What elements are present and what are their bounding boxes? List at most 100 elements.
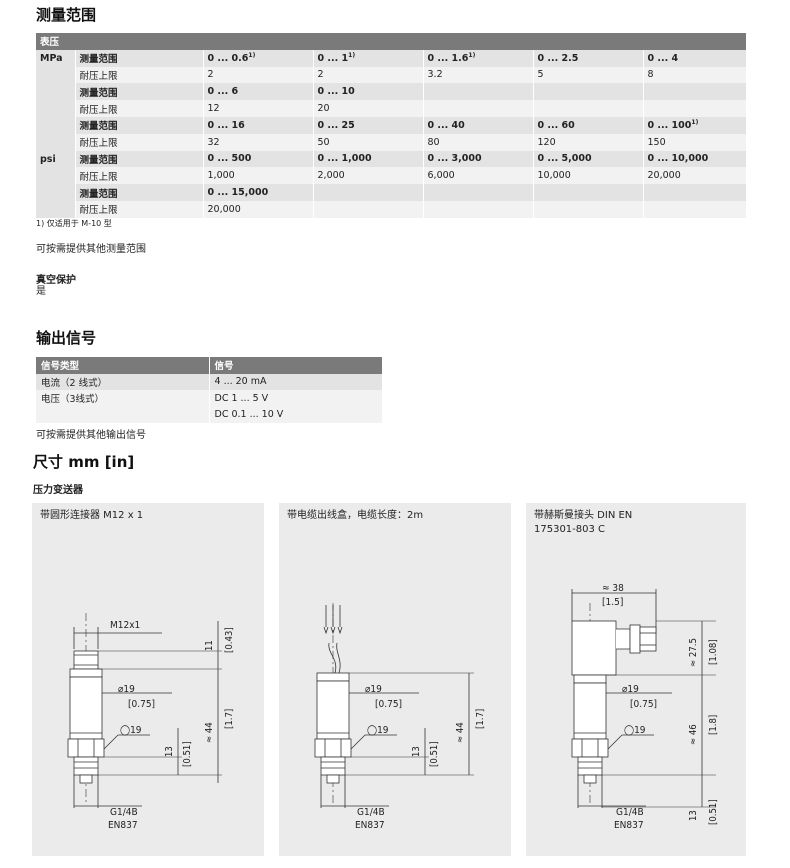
cell-value: 2 (317, 69, 324, 81)
cell-value: 2,000 (317, 170, 345, 182)
diameter-in-label: [0.75] (630, 699, 657, 710)
output-col-signal: 信号 (209, 357, 383, 374)
row-label: 耐压上限 (75, 66, 204, 84)
table-cell: 2,000 (313, 167, 424, 185)
table-footnote: 1) 仅适用于 M-10 型 (36, 219, 112, 228)
height-low-in: [0.51] (708, 799, 719, 825)
cell-value: 0 ... 60 (537, 119, 575, 131)
thread-standard: EN837 (355, 820, 385, 831)
height-total-in: [1.7] (224, 709, 235, 729)
drawing-caption: 带赫斯曼接头 DIN EN 175301-803 C (534, 509, 632, 537)
table-cell: 0 ... 4 (643, 49, 747, 67)
table-cell: 2 (203, 66, 314, 84)
cell-value: 0 ... 16 (207, 119, 245, 131)
wrench-label: ◯19 (120, 725, 142, 736)
row-label: 测量范围 (75, 150, 204, 168)
unit-cell: MPa (36, 49, 76, 151)
table-cell: 20,000 (643, 167, 747, 185)
row-label: 耐压上限 (75, 167, 204, 185)
table-header: 表压 (36, 33, 747, 50)
thread-label: M12x1 (110, 620, 140, 631)
height-low: 13 (411, 746, 422, 757)
cell-value: 0 ... 40 (427, 119, 465, 131)
cell-value: 150 (647, 136, 666, 148)
table-cell: 80 (423, 133, 534, 151)
cell-value: 8 (647, 69, 654, 81)
diameter-in-label: [0.75] (128, 699, 155, 710)
table-cell: 0 ... 500 (203, 150, 314, 168)
drawing-panel-din: 带赫斯曼接头 DIN EN 175301-803 C ≈ 38 [1.5] ⌀1… (526, 503, 746, 856)
table-cell: 0 ... 60 (533, 116, 644, 134)
cell-value: 20,000 (207, 203, 241, 215)
output-cell: 电压（3线式） (36, 390, 210, 407)
range-section-title: 测量范围 (36, 6, 97, 24)
table-cell: 0 ... 3,000 (423, 150, 534, 168)
cell-value: 20,000 (647, 170, 681, 182)
row-label: 测量范围 (75, 116, 204, 134)
table-cell: 0 ... 10 (313, 83, 424, 101)
table-cell (313, 200, 424, 218)
table-cell: 0 ... 16 (203, 116, 314, 134)
table-cell: 5 (533, 66, 644, 84)
height-mid: ≈ 46 (688, 724, 699, 745)
cell-value: 0 ... 4 (647, 52, 679, 64)
table-cell: 10,000 (533, 167, 644, 185)
thread-standard: EN837 (614, 820, 644, 831)
cell-value: 50 (317, 136, 330, 148)
table-cell: 1,000 (203, 167, 314, 185)
table-cell: 12 (203, 100, 314, 117)
table-cell: 0 ... 6 (203, 83, 314, 101)
wrench-label: ◯19 (367, 725, 389, 736)
table-cell: 120 (533, 133, 644, 151)
cell-value: 0 ... 2.5 (537, 52, 579, 64)
table-cell: 0 ... 2.5 (533, 49, 644, 67)
cell-value: 0 ... 1.6 (427, 53, 469, 65)
height-low-in: [0.51] (429, 741, 440, 767)
cell-value: 2 (207, 69, 214, 81)
cell-value: 0 ... 0.6 (207, 53, 249, 65)
height-total: ≈ 44 (204, 722, 215, 743)
cell-value: 32 (207, 136, 220, 148)
table-cell: 20 (313, 100, 424, 117)
output-cell (36, 406, 210, 423)
table-cell: 0 ... 40 (423, 116, 534, 134)
cell-value: 0 ... 5,000 (537, 153, 592, 165)
output-col-type: 信号类型 (36, 357, 210, 374)
table-cell: 0 ... 1.61) (423, 49, 534, 67)
vacuum-value: 是 (36, 286, 46, 297)
footnote-ref: 1) (691, 119, 699, 127)
thread-size: G1/4B (357, 807, 385, 818)
diameter-label: ⌀19 (118, 684, 135, 695)
cell-value: 6,000 (427, 170, 455, 182)
height-low: 13 (688, 810, 699, 821)
cell-value: 3.2 (427, 69, 443, 81)
drawing-caption: 带电缆出线盒，电缆长度：2m (287, 510, 424, 521)
caption-line: 带赫斯曼接头 DIN EN (534, 510, 633, 521)
height-total: ≈ 44 (455, 722, 466, 743)
table-cell: 0 ... 1,000 (313, 150, 424, 168)
height-top-in: [0.43] (224, 627, 235, 653)
height-mid-in: [1.8] (708, 715, 719, 735)
row-label: 测量范围 (75, 49, 204, 67)
row-label: 测量范围 (75, 83, 204, 101)
table-cell (533, 184, 644, 201)
other-outputs-note: 可按需提供其他输出信号 (36, 430, 146, 441)
cell-value: 12 (207, 103, 220, 115)
table-cell (533, 200, 644, 218)
table-cell: 150 (643, 133, 747, 151)
table-cell: 8 (643, 66, 747, 84)
cell-value: 1,000 (207, 170, 235, 182)
cell-value: 0 ... 100 (647, 120, 692, 132)
width-in-label: [1.5] (602, 597, 623, 608)
table-cell (423, 184, 534, 201)
cell-value: 0 ... 1,000 (317, 153, 372, 165)
cell-value: 0 ... 15,000 (207, 187, 269, 199)
thread-size: G1/4B (110, 807, 138, 818)
diameter-label: ⌀19 (622, 684, 639, 695)
cell-value: 80 (427, 136, 440, 148)
m12-drawing: M12x1 ⌀19 [0.75] ◯19 11 [0.43] ≈ 44 [1.7… (67, 613, 235, 831)
transmitter-title: 压力变送器 (33, 485, 83, 496)
table-cell: 0 ... 25 (313, 116, 424, 134)
footnote-ref: 1) (348, 52, 356, 60)
